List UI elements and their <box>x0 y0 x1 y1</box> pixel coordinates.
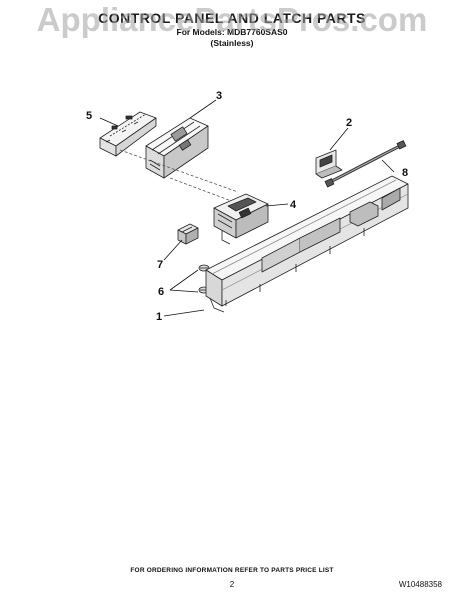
callout-5: 5 <box>86 110 92 122</box>
page-number: 2 <box>229 580 235 589</box>
part-3-electronic-control[interactable] <box>145 117 209 179</box>
page-title: CONTROL PANEL AND LATCH PARTS <box>98 10 366 26</box>
part-8-wire-harness[interactable] <box>324 140 407 188</box>
models-line: For Models: MDB7760SAS0 <box>176 27 288 37</box>
part-7-switch[interactable] <box>177 223 199 245</box>
part-5-control-bracket[interactable] <box>99 111 157 157</box>
ordering-note: FOR ORDERING INFORMATION REFER TO PARTS … <box>130 567 334 574</box>
part-1-control-panel[interactable] <box>205 175 409 313</box>
callout-3: 3 <box>216 90 222 102</box>
callout-6: 6 <box>158 286 164 298</box>
part-2-cover[interactable] <box>315 149 343 179</box>
callout-4: 4 <box>290 199 297 211</box>
callout-7: 7 <box>157 259 163 271</box>
header: CONTROL PANEL AND LATCH PARTS For Models… <box>0 10 464 48</box>
callout-1: 1 <box>156 311 162 323</box>
callout-2: 2 <box>346 117 352 129</box>
part-4-door-latch[interactable] <box>213 193 269 245</box>
document-number: W10488358 <box>398 580 442 589</box>
finish-line: (Stainless) <box>210 38 254 48</box>
callout-8: 8 <box>402 167 408 179</box>
